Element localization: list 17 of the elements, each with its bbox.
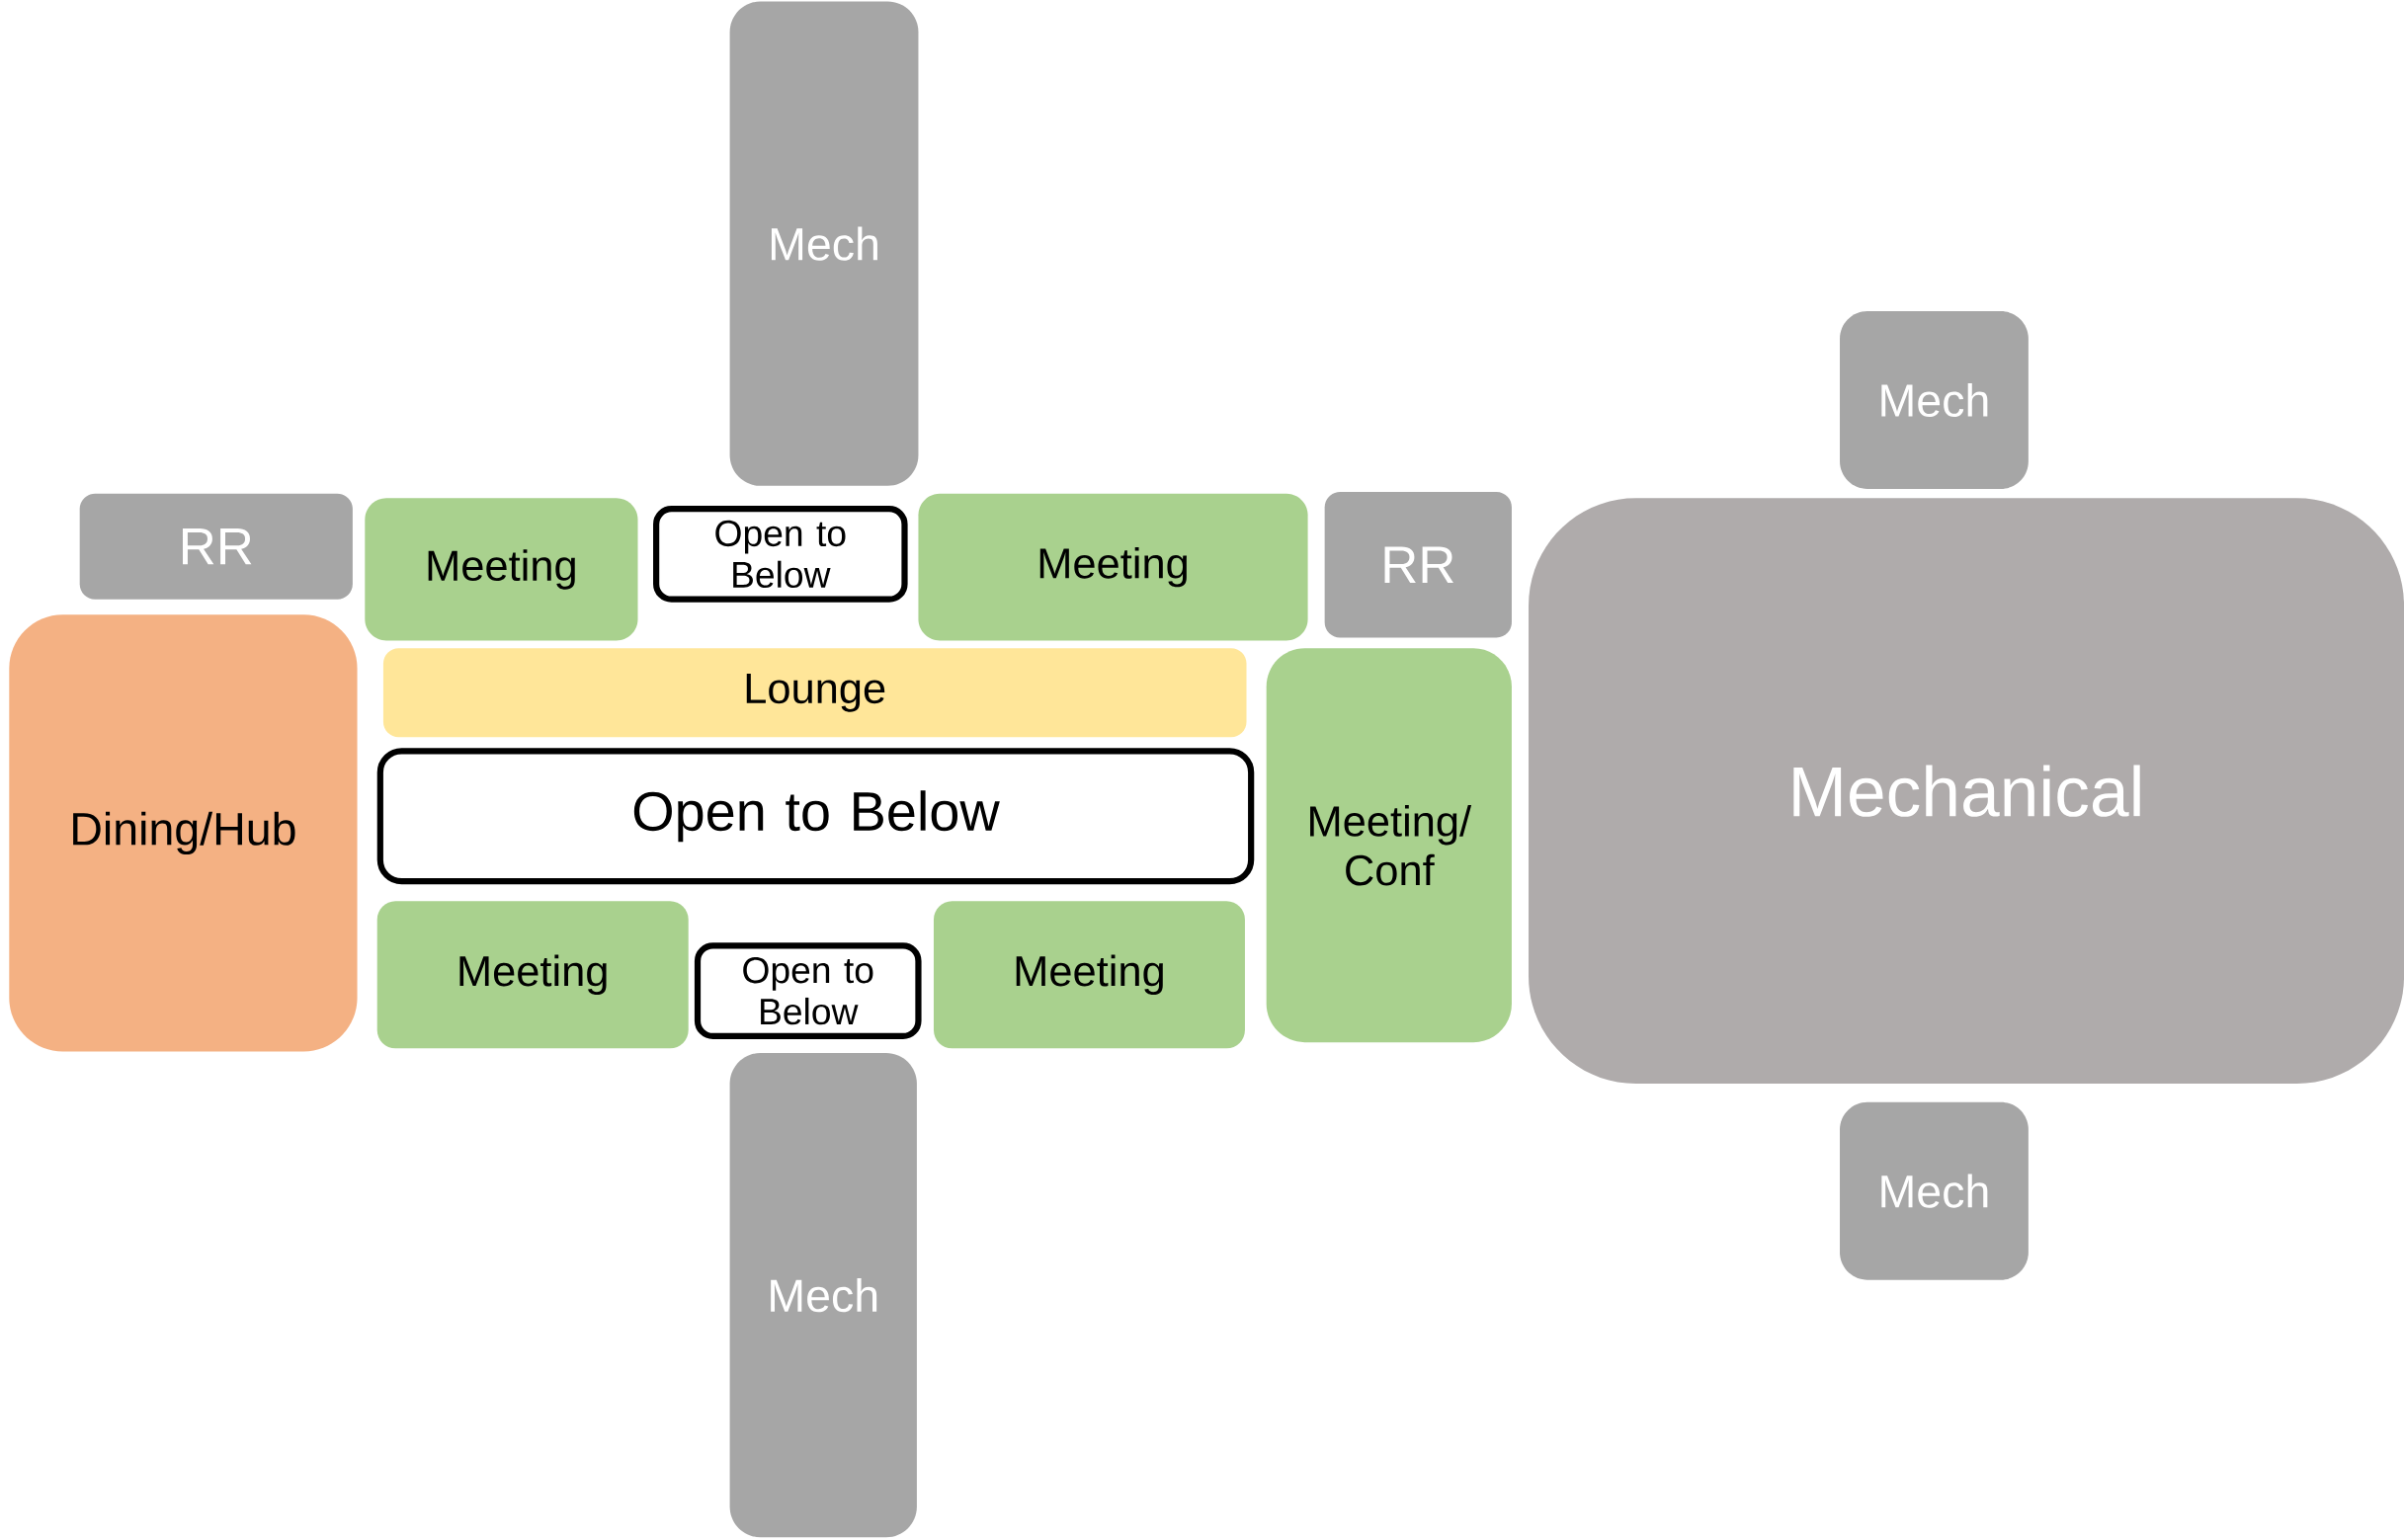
room-box: Meeting <box>376 901 689 1049</box>
room-box: Meeting <box>918 493 1308 641</box>
room-box: Mech <box>729 1 919 486</box>
open-to-below-box: Open to Below <box>653 505 908 603</box>
room-box: Meeting/ Conf <box>1266 648 1512 1042</box>
room-box: Lounge <box>382 648 1247 738</box>
room-box: Mech <box>1840 310 2029 489</box>
room-box: RR <box>79 493 353 600</box>
room-box: Dining/Hub <box>9 614 358 1052</box>
open-to-below-box: Open to Below <box>376 748 1255 885</box>
room-box: RR <box>1324 491 1512 638</box>
room-box: Meeting <box>934 901 1245 1049</box>
room-box: Mech <box>1840 1101 2029 1280</box>
room-box: Meeting <box>365 498 638 641</box>
room-box: Mech <box>729 1052 917 1538</box>
room-box: Mechanical <box>1529 498 2404 1084</box>
open-to-below-box: Open to Below <box>694 942 922 1039</box>
